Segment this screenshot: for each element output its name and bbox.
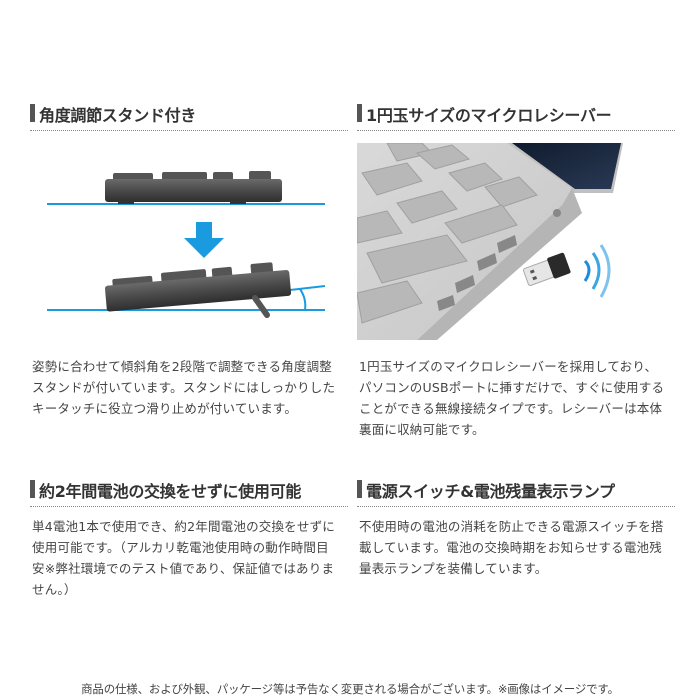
section-heading: 約2年間電池の交換をせずに使用可能 (30, 476, 348, 507)
disclaimer-note: 商品の仕様、および外観、パッケージ等は予告なく変更される場合がございます。※画像… (81, 682, 619, 696)
heading-bar (357, 104, 362, 122)
usb-receiver-in-laptop-photo (357, 143, 623, 340)
section-title: 1円玉サイズのマイクロレシーバー (366, 106, 612, 125)
section-title: 電源スイッチ&電池残量表示ランプ (366, 482, 615, 501)
keyboard-angle-illustration (30, 150, 350, 330)
section-body: 1円玉サイズのマイクロレシーバーを採用しており、パソコンのUSBポートに挿すだけ… (359, 359, 665, 437)
section-heading: 電源スイッチ&電池残量表示ランプ (357, 476, 675, 507)
heading-bar (30, 104, 35, 122)
section-micro-receiver: 1円玉サイズのマイクロレシーバー (357, 100, 675, 131)
section-body: 不使用時の電池の消耗を防止できる電源スイッチを搭載しています。電池の交換時期をお… (359, 519, 664, 576)
section-battery-life: 約2年間電池の交換をせずに使用可能 (30, 476, 348, 507)
section-angle-stand: 角度調節スタンド付き (30, 100, 348, 131)
section-title: 角度調節スタンド付き (39, 106, 197, 125)
section-body: 単4電池1本で使用でき、約2年間電池の交換をせずに使用可能です。（アルカリ乾電池… (32, 519, 335, 597)
heading-bar (357, 480, 362, 498)
section-heading: 1円玉サイズのマイクロレシーバー (357, 100, 675, 131)
section-heading: 角度調節スタンド付き (30, 100, 348, 131)
section-title: 約2年間電池の交換をせずに使用可能 (39, 482, 302, 501)
heading-bar (30, 480, 35, 498)
section-power-switch: 電源スイッチ&電池残量表示ランプ (357, 476, 675, 507)
section-body: 姿勢に合わせて傾斜角を2段階で調整できる角度調整スタンドが付いています。スタンド… (32, 359, 336, 416)
